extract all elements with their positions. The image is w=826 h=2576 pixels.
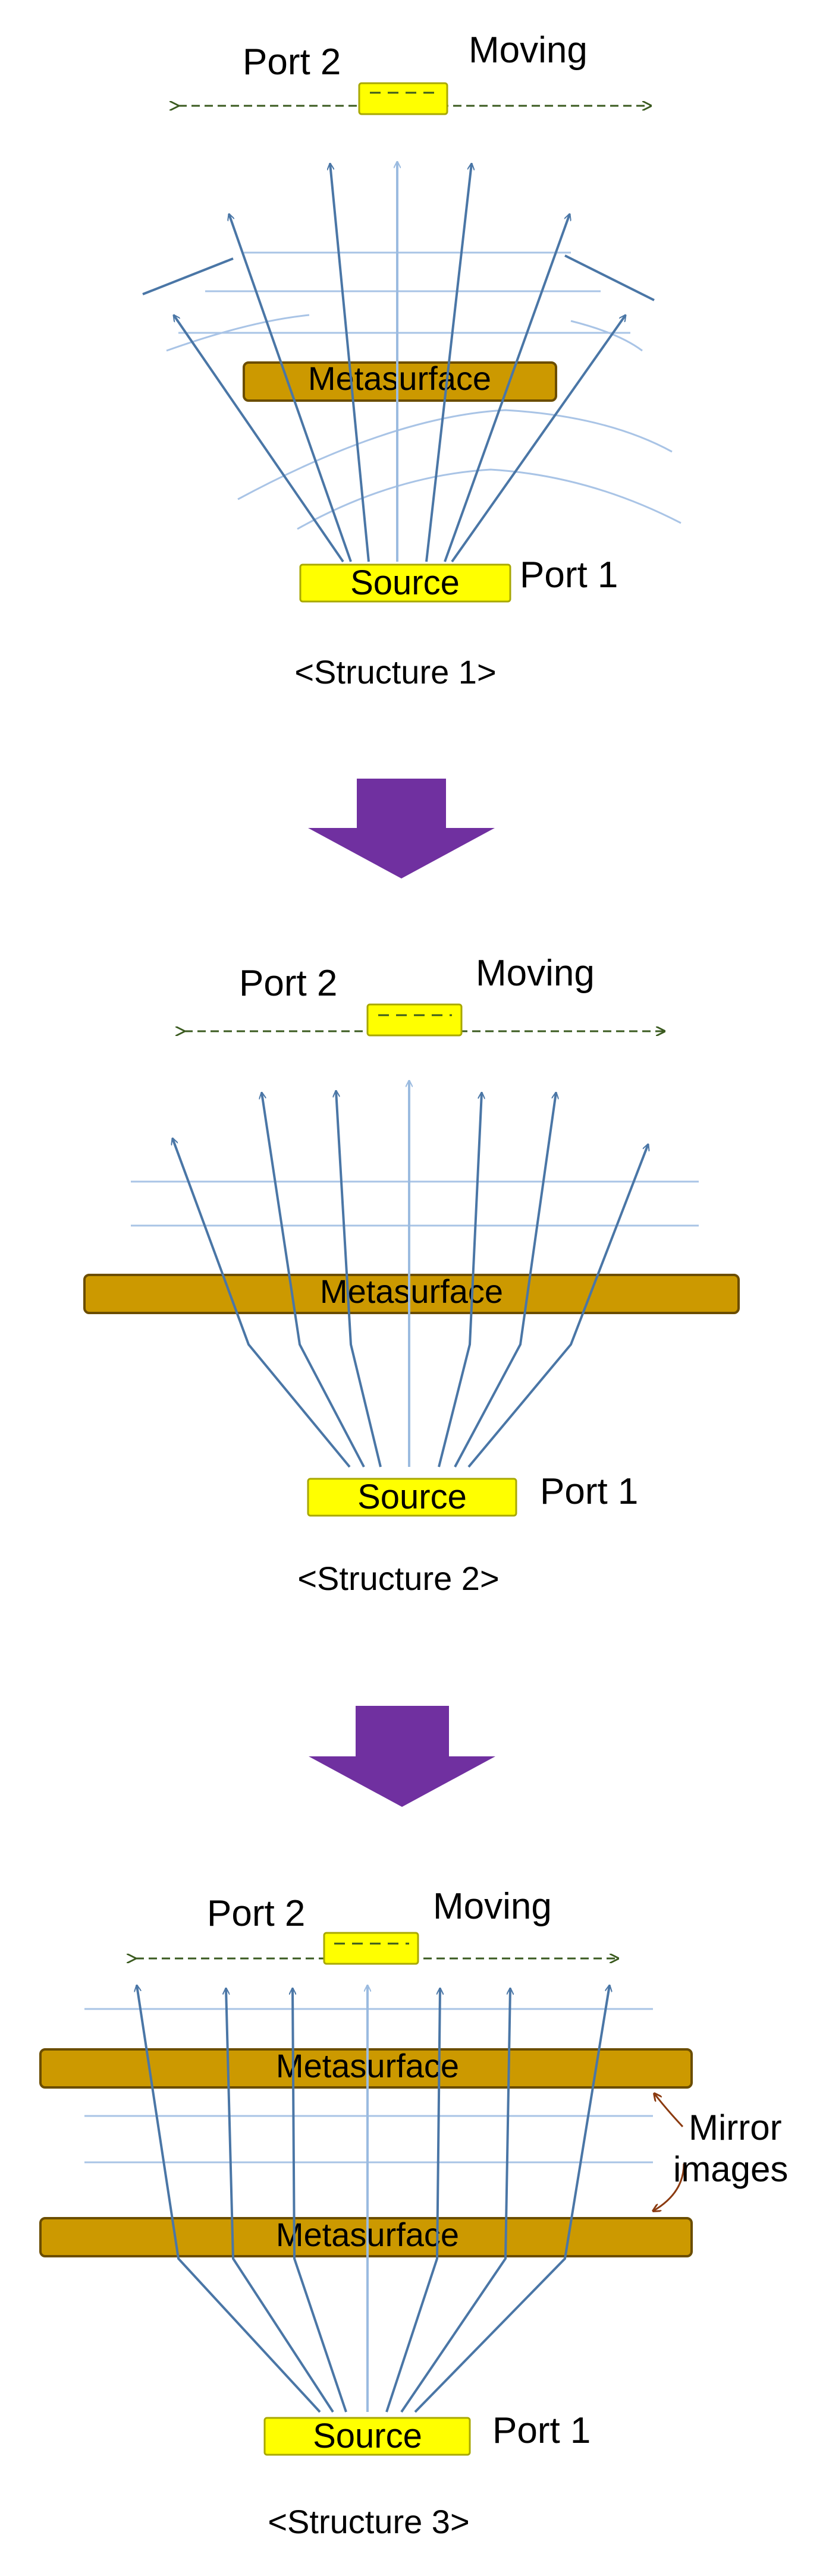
ray	[425, 163, 472, 562]
moving-label: Moving	[476, 953, 595, 994]
metasurface-bar-bottom	[39, 2217, 693, 2257]
wavefront-right	[570, 320, 643, 352]
port2-label: Port 2	[243, 42, 341, 83]
ray	[262, 1092, 365, 1467]
ray	[444, 214, 570, 562]
structure-1-rays	[142, 162, 655, 563]
ray	[226, 1988, 334, 2413]
source-label: Source	[350, 563, 460, 602]
ray	[454, 1092, 556, 1467]
ray	[229, 214, 352, 562]
port2-label: Port 2	[207, 1893, 305, 1934]
metasurface-label: Metasurface	[308, 360, 491, 397]
source-box	[263, 2417, 471, 2456]
port1-label: Port 1	[492, 2410, 591, 2451]
metasurface-bar	[243, 361, 557, 402]
ray	[467, 1144, 648, 1468]
ray	[385, 1988, 440, 2413]
structure-1: Metasurface Port 2 Moving Source Port 1 …	[142, 30, 681, 691]
ray	[174, 315, 344, 563]
port2-detector	[323, 1932, 419, 1965]
source-box	[299, 563, 511, 603]
wavefront-arc	[297, 468, 681, 530]
structure-3-rays	[137, 1985, 610, 2413]
ray-stub	[564, 254, 655, 301]
structure-3: Metasurface Metasurface Port 2 Moving Mi…	[39, 1886, 788, 2540]
ray	[336, 1091, 382, 1467]
down-arrow-icon	[309, 1706, 495, 1807]
ray	[172, 1138, 351, 1468]
moving-label: Moving	[469, 30, 588, 71]
ray	[451, 315, 626, 563]
ray	[330, 163, 370, 562]
annotation-arrow-bottom	[653, 2163, 685, 2211]
ray	[137, 1985, 321, 2413]
caption: <Structure 2>	[297, 1560, 499, 1597]
caption: <Structure 3>	[268, 2503, 469, 2540]
port1-label: Port 1	[520, 555, 618, 596]
structure-1-wavefronts	[166, 251, 681, 530]
ray-stub	[142, 257, 234, 295]
ray	[414, 1985, 610, 2413]
source-label: Source	[313, 2417, 422, 2455]
port2-label: Port 2	[239, 963, 337, 1004]
metasurface-bar	[83, 1274, 740, 1314]
mirror-label-line2: images	[673, 2149, 788, 2189]
structure-2-wavefronts	[131, 1180, 699, 1227]
wavefront-left	[166, 314, 310, 352]
port1-label: Port 1	[540, 1471, 638, 1512]
ray	[438, 1092, 482, 1467]
ray	[293, 1988, 347, 2413]
structure-2: Metasurface Port 2 Moving Source Port 1 …	[83, 953, 740, 1597]
ray	[400, 1988, 510, 2413]
annotation-arrow-top	[654, 2093, 684, 2128]
wavefront-arc	[237, 409, 673, 500]
caption: <Structure 1>	[294, 653, 496, 691]
down-arrow-icon	[308, 779, 495, 878]
port2-detector	[358, 82, 448, 115]
source-label: Source	[357, 1478, 467, 1516]
metasurface-bar-top	[39, 2048, 693, 2089]
port2-detector	[366, 1003, 463, 1037]
moving-label: Moving	[433, 1886, 552, 1927]
mirror-label-line1: Mirror	[689, 2108, 782, 2147]
source-box	[307, 1478, 517, 1517]
structure-2-rays	[172, 1081, 648, 1468]
